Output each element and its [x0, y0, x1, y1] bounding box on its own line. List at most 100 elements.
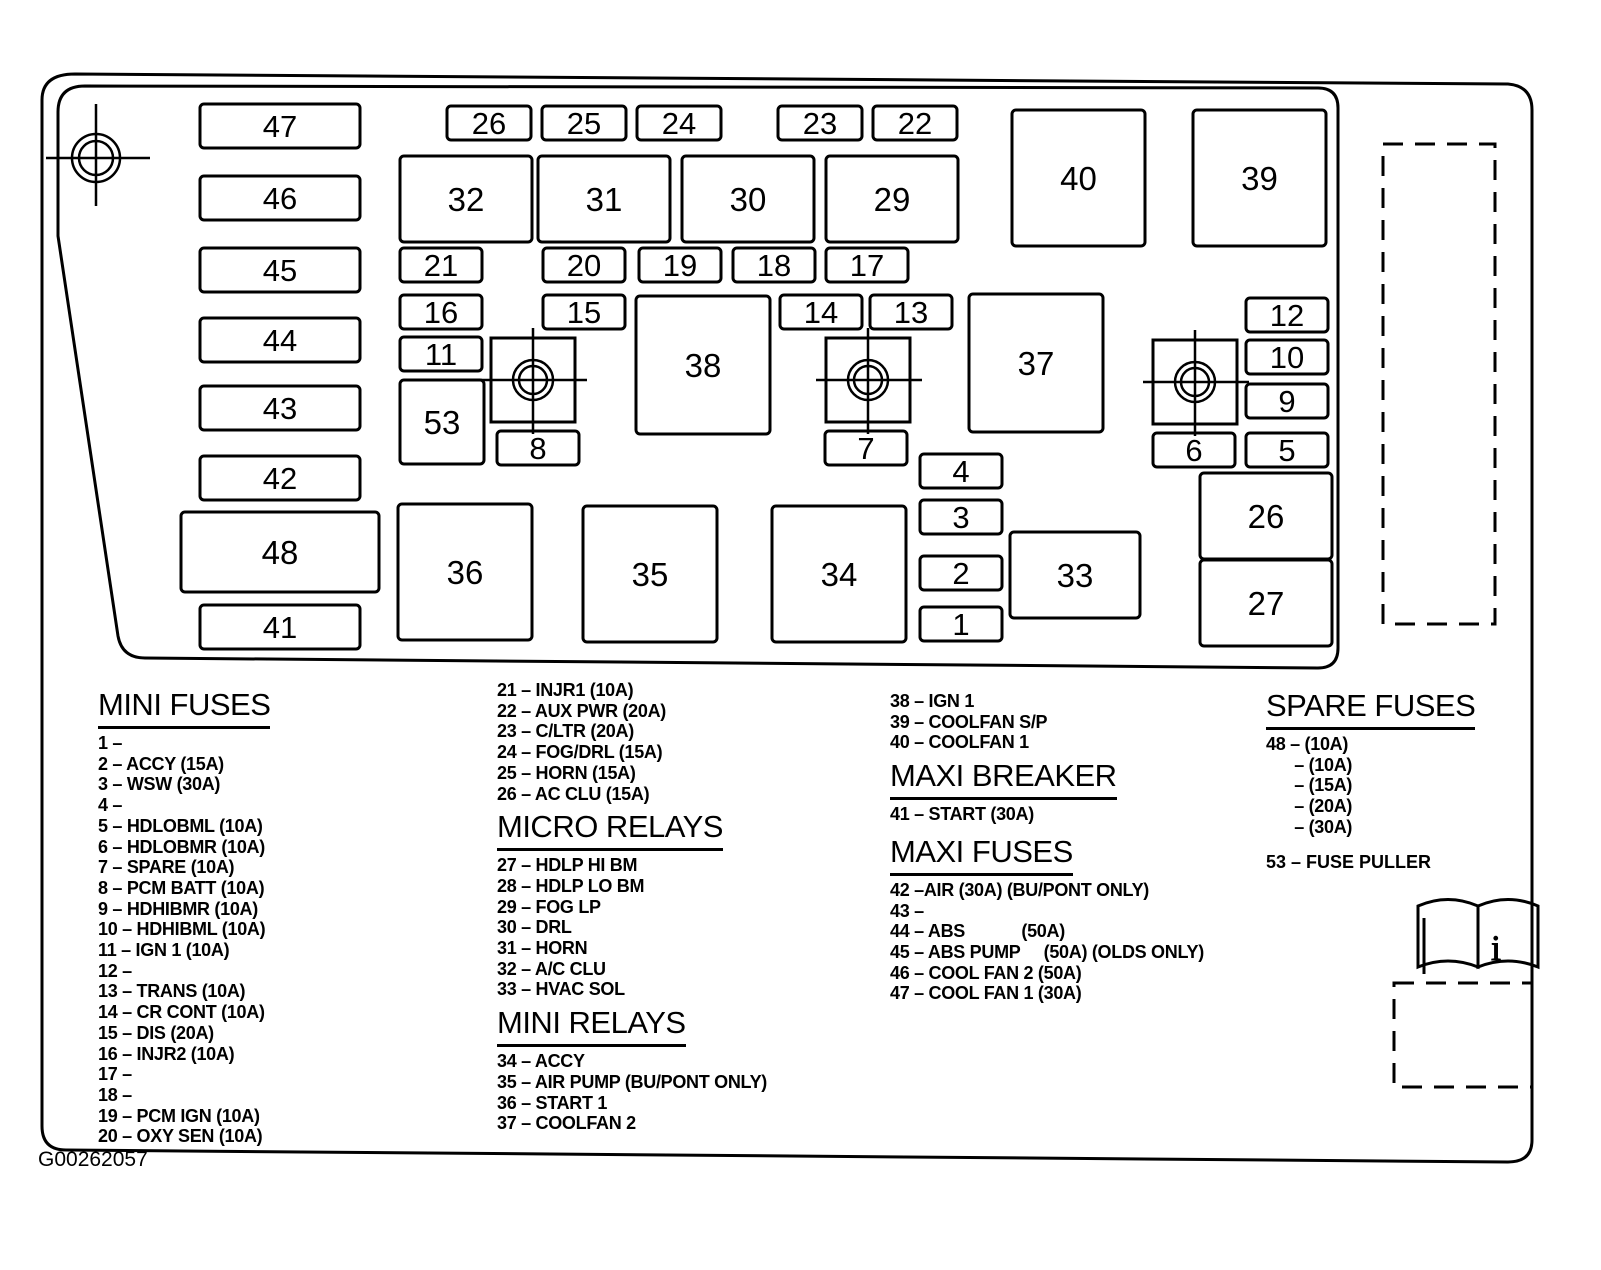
fuse-box-label: 17 — [850, 248, 884, 283]
fuse-box-label: 14 — [804, 295, 838, 330]
fuse-box-outline — [396, 502, 534, 642]
outer-panel-outline — [40, 72, 1534, 1164]
fuse-box-outline — [540, 104, 628, 142]
fuse-position-12: 12 — [1244, 296, 1330, 334]
fuse-box-outline — [634, 294, 772, 436]
fuse-box-label: 53 — [424, 404, 461, 441]
fuse-box-outline — [1010, 108, 1147, 248]
fuse-position-46: 46 — [198, 174, 362, 222]
mini-fuse-legend-item: 4 – — [98, 795, 123, 816]
fuse-box-label: 11 — [425, 337, 457, 372]
fuse-box-label: 41 — [263, 610, 297, 645]
maxi-fuse-legend-item: 44 – ABS (50A) — [890, 921, 1065, 942]
fuse-box-label: 25 — [567, 106, 601, 141]
fuse-box-outline — [495, 429, 581, 467]
fuse-position-37: 37 — [967, 292, 1105, 434]
fuse-box-outline — [918, 605, 1004, 643]
mini-fuse-legend-item: 8 – PCM BATT (10A) — [98, 877, 265, 898]
fuse-position-19: 19 — [637, 246, 723, 284]
fuse-position-44: 44 — [198, 316, 362, 364]
fuse-box-outline — [198, 246, 362, 294]
fuse-box-label: 7 — [857, 431, 874, 466]
fuse-box-label: 33 — [1057, 557, 1094, 594]
fuse-box-label: 4 — [952, 454, 969, 489]
fuse-position-38: 38 — [634, 294, 772, 436]
mini-fuse-legend-item: 2 – ACCY (15A) — [98, 753, 224, 774]
fuse-box-outline — [1244, 338, 1330, 376]
maxi-breaker-legend-item: 41 – START (30A) — [890, 804, 1034, 825]
fuse-position-5: 5 — [1244, 431, 1330, 469]
fuse-position-33: 33 — [1008, 530, 1142, 620]
fuse-box-outline — [824, 246, 910, 284]
fuse-box-label: 26 — [1248, 498, 1285, 535]
fuse-box-label: 27 — [1248, 585, 1285, 622]
fuse-box-label: 31 — [586, 181, 623, 218]
spare-fuse-legend-item: 48 – (10A) — [1266, 734, 1349, 754]
fuse-box-outline — [536, 154, 672, 244]
fuse-box-label: 2 — [952, 556, 969, 591]
mini-relay-legend-item: 35 – AIR PUMP (BU/PONT ONLY) — [497, 1071, 767, 1092]
fuse-position-4: 4 — [918, 452, 1004, 490]
mini-fuse-legend-item: 22 – AUX PWR (20A) — [497, 700, 666, 721]
fuse-box-outline — [581, 504, 719, 644]
fuse-position-1: 1 — [918, 605, 1004, 643]
fuse-box-label: 9 — [1278, 384, 1295, 419]
fuse-box-label: 1 — [952, 607, 969, 642]
figure-id: G00262057 — [38, 1148, 148, 1171]
fuse-box-label: 29 — [874, 181, 911, 218]
fuse-position-32: 32 — [398, 154, 534, 244]
relay-bolts-layer — [481, 328, 1249, 436]
mini-fuse-legend-item: 19 – PCM IGN (10A) — [98, 1105, 260, 1126]
fuse-box-outline — [637, 246, 723, 284]
mini-fuse-legend-item: 3 – WSW (30A) — [98, 774, 221, 795]
fuse-box-outline — [731, 246, 817, 284]
fuse-box-label: 22 — [898, 106, 932, 141]
fuse-box-label: 26 — [472, 106, 506, 141]
mounting-bolt-icon — [46, 104, 150, 206]
micro-relay-legend-item: 28 – HDLP LO BM — [497, 875, 645, 896]
mini-fuses-list: 1 –2 – ACCY (15A)3 – WSW (30A)4 –5 – HDL… — [98, 733, 270, 1147]
micro-relay-legend-item: 31 – HORN — [497, 938, 588, 959]
fuse-box-outline — [770, 504, 908, 644]
fuse-box-label: 39 — [1241, 160, 1278, 197]
mini-fuses-cont-list: 21 – INJR1 (10A)22 – AUX PWR (20A)23 – C… — [497, 680, 767, 804]
fuse-position-20: 20 — [541, 246, 627, 284]
micro-relay-legend-item: 27 – HDLP HI BM — [497, 855, 638, 876]
fuse-box-label: 43 — [263, 391, 297, 426]
maxi-fuse-legend-item: 45 – ABS PUMP (50A) (OLDS ONLY) — [890, 941, 1204, 962]
fuse-box-outline — [967, 292, 1105, 434]
fuse-box-label: 13 — [894, 295, 928, 330]
fuse-position-25: 25 — [540, 104, 628, 142]
fuse-box-outline — [445, 104, 533, 142]
fuse-box-label: 40 — [1060, 160, 1097, 197]
maxi-breaker-list: 41 – START (30A) — [890, 804, 1204, 825]
mini-fuse-legend-item: 11 – IGN 1 (10A) — [98, 940, 230, 961]
maxi-breaker-heading: MAXI BREAKER — [890, 759, 1117, 801]
spare-fuse-legend-item: – (30A) — [1266, 816, 1353, 837]
mini-fuse-legend-item: 7 – SPARE (10A) — [98, 857, 235, 878]
fuse-box-label: 15 — [567, 295, 601, 330]
relay-bolt-icon — [481, 328, 587, 434]
micro-relay-legend-item: 29 – FOG LP — [497, 896, 601, 917]
fuse-box-label: 47 — [263, 109, 297, 144]
fuse-box-label: 6 — [1185, 433, 1202, 468]
maxi-fuse-legend-item: 46 – COOL FAN 2 (50A) — [890, 962, 1082, 983]
mini-fuse-legend-item: 25 – HORN (15A) — [497, 762, 636, 783]
mini-fuse-legend-item: 1 – — [98, 733, 123, 753]
micro-relays-heading: MICRO RELAYS — [497, 810, 723, 852]
fuse-box-label: 20 — [567, 248, 601, 283]
owner-manual-area-outline — [1392, 981, 1534, 1089]
micro-relay-legend-item: 30 – DRL — [497, 917, 572, 938]
relay-bolt-icon — [1143, 330, 1249, 436]
mini-fuse-legend-item: 15 – DIS (20A) — [98, 1022, 214, 1043]
fuse-box-outline — [778, 293, 864, 331]
fuse-position-29: 29 — [824, 154, 960, 244]
fuse-box-label: 16 — [424, 295, 458, 330]
fuse-box-outline — [198, 384, 362, 432]
mini-relays-heading: MINI RELAYS — [497, 1006, 686, 1048]
fuse-position-18: 18 — [731, 246, 817, 284]
fuse-position-36: 36 — [396, 502, 534, 642]
mini-fuse-legend-item: 9 – HDHIBMR (10A) — [98, 898, 258, 919]
fuse-position-15: 15 — [541, 293, 627, 331]
